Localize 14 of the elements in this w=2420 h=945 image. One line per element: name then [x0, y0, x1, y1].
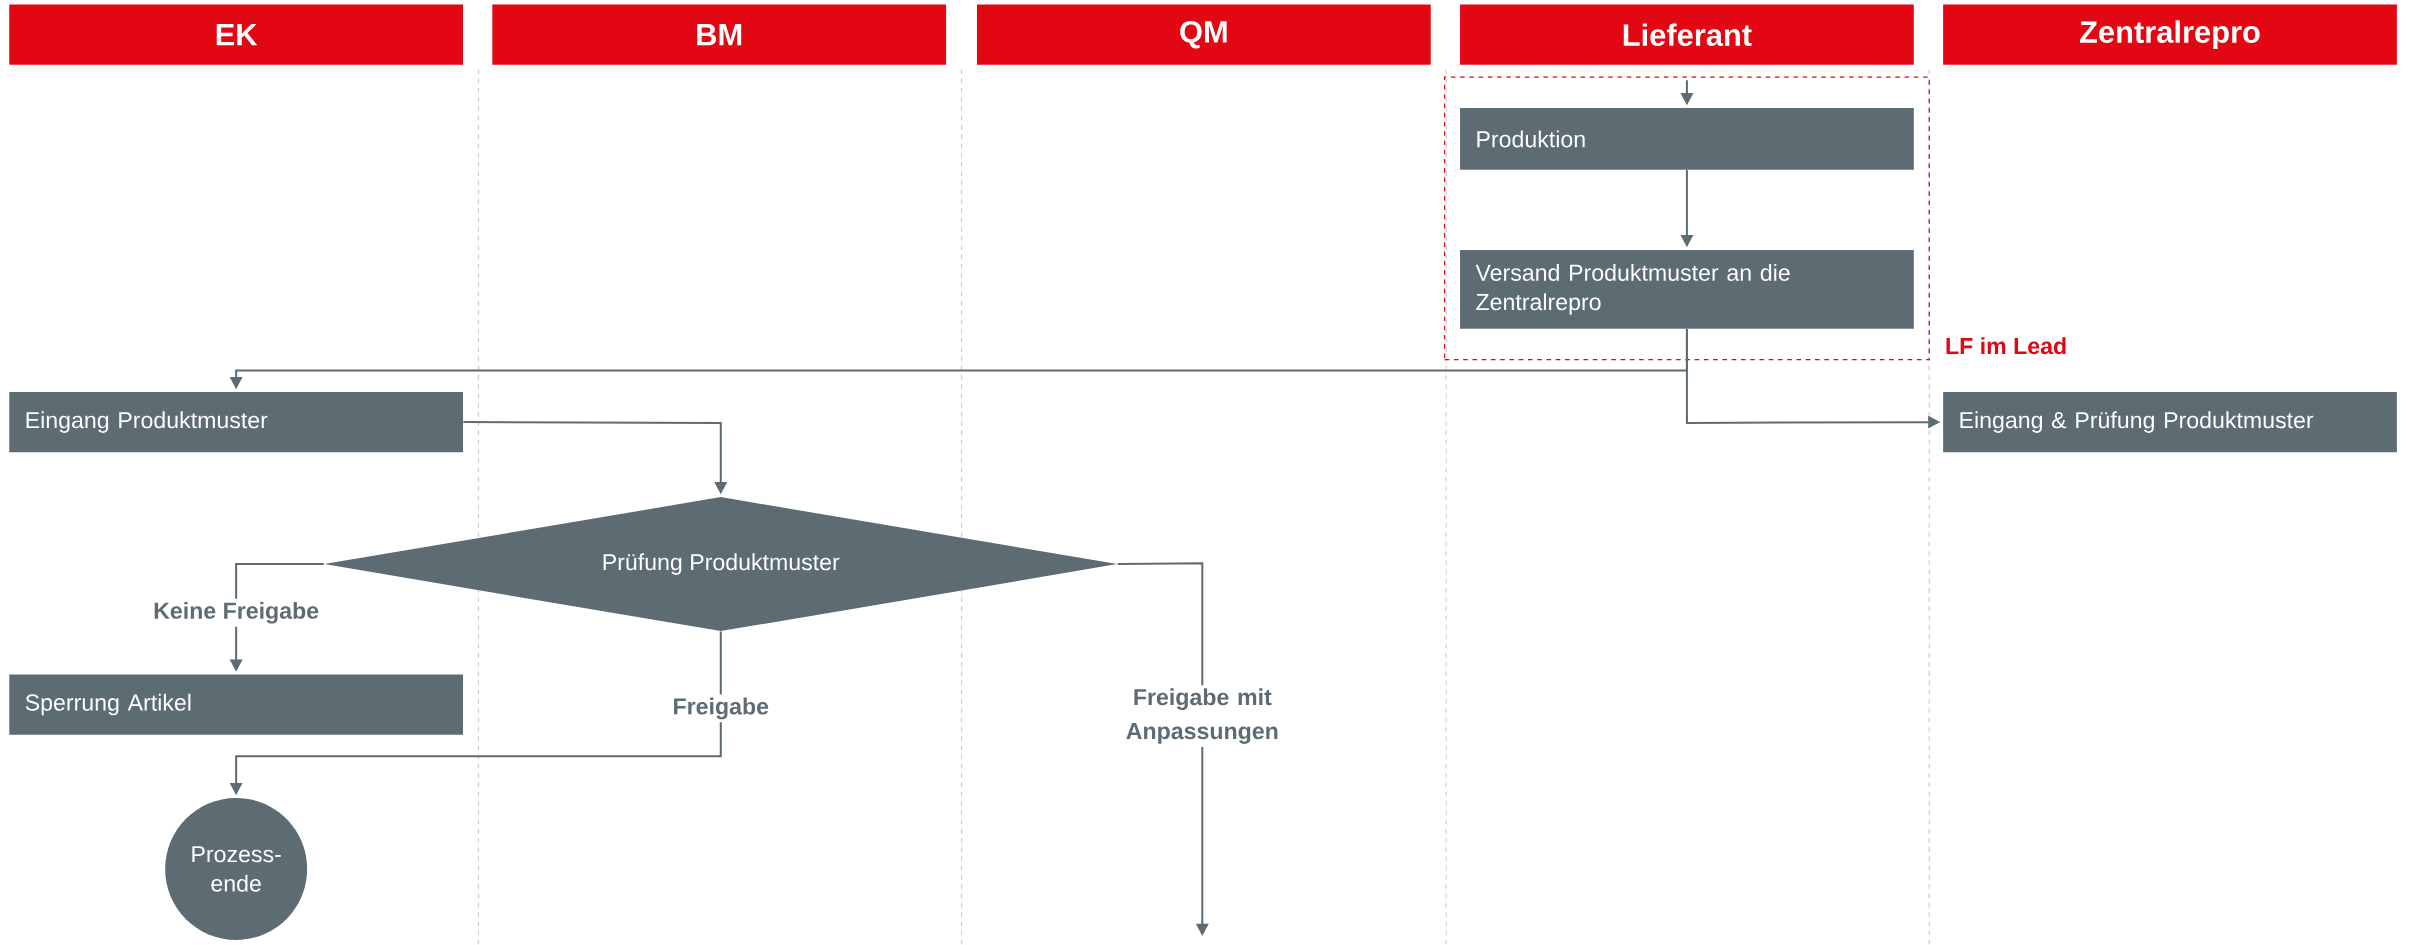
- process-box: Versand Produktmuster an die Zentralrepro: [1460, 250, 1914, 329]
- process-box: Eingang Produktmuster: [9, 392, 463, 453]
- lane-header: Zentralrepro: [1943, 4, 2397, 66]
- process-box: Eingang & Prüfung Produktmuster: [1943, 392, 2397, 453]
- lane-header: BM: [492, 4, 947, 66]
- lane-header: EK: [9, 4, 463, 66]
- edge-label: Freigabe: [669, 694, 773, 723]
- process-box: Produktion: [1460, 108, 1914, 170]
- edge-label: Freigabe mit Anpassungen: [1106, 685, 1298, 748]
- edge-label: Keine Freigabe: [150, 599, 323, 627]
- lane-header: QM: [976, 4, 1431, 66]
- process-box: Sperrung Artikel: [9, 674, 463, 735]
- lane-header: Lieferant: [1460, 4, 1914, 66]
- node-label: LF im Lead: [1946, 337, 2066, 355]
